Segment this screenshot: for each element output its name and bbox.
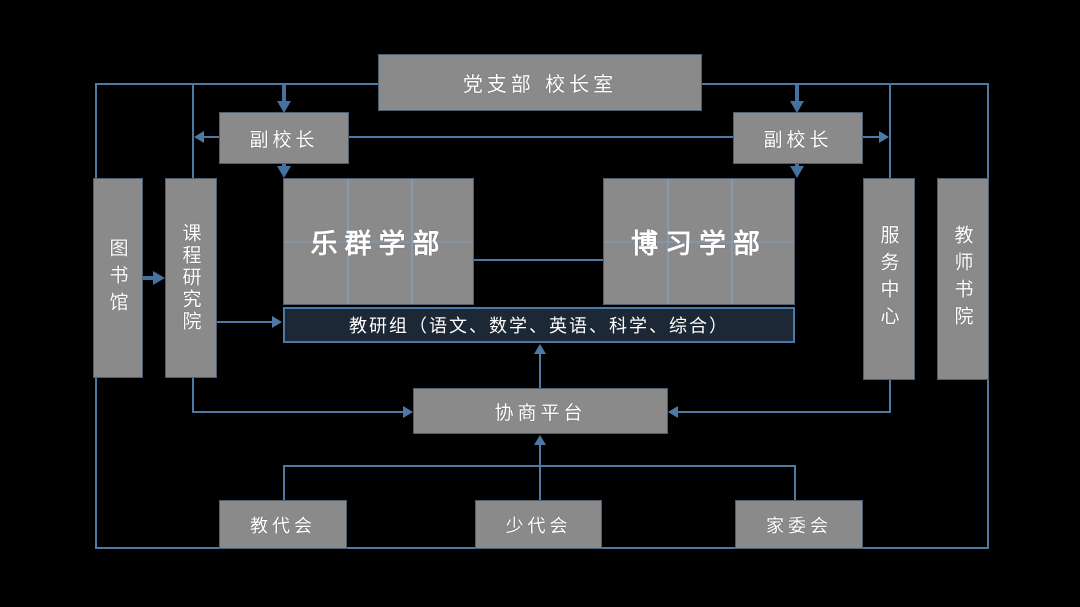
node-label: 博习学部: [631, 229, 767, 260]
arrowhead-up-icon: [534, 435, 546, 445]
node-service-center: 服务中心: [863, 178, 915, 380]
connector-curriculum-to-group: [217, 321, 273, 323]
arrowhead-right-icon: [153, 271, 165, 285]
connector-parents-committee-riser: [794, 465, 796, 500]
node-lequn-division: 乐群学部: [283, 178, 474, 305]
connector-consultation-to-group: [539, 353, 541, 388]
node-vice-principal-left: 副校长: [219, 112, 349, 164]
arrowhead-down-icon: [790, 166, 804, 178]
arrowhead-down-icon: [277, 101, 291, 113]
connector-vice-right-out: [863, 136, 879, 138]
arrowhead-down-icon: [277, 166, 291, 178]
arrowhead-left-icon: [194, 131, 204, 143]
node-teaching-research-group: 教研组（语文、数学、英语、科学、综合）: [283, 307, 795, 343]
node-boxi-division: 博习学部: [603, 178, 795, 305]
connector-top-to-vice-right: [795, 85, 799, 102]
arrowhead-down-icon: [790, 101, 804, 113]
connector-library-to-curriculum: [143, 276, 154, 280]
arrowhead-right-icon: [403, 406, 413, 418]
node-parents-committee: 家委会: [735, 500, 863, 549]
node-consultation-platform: 协商平台: [413, 388, 668, 434]
node-students-congress: 少代会: [475, 500, 602, 549]
connector-bottom-orgs-horizontal: [283, 465, 795, 467]
node-label: 乐群学部: [310, 229, 447, 260]
arrowhead-up-icon: [534, 344, 546, 354]
grid-line: [604, 241, 794, 243]
arrowhead-right-icon: [272, 316, 282, 328]
node-library: 图书馆: [93, 178, 143, 378]
connector-teachers-congress-riser: [283, 465, 285, 500]
grid-line: [284, 241, 473, 243]
arrowhead-right-icon: [879, 131, 889, 143]
node-teacher-academy: 教师书院: [937, 178, 989, 380]
node-party-branch-principal-office: 党支部 校长室: [378, 54, 702, 111]
node-curriculum-institute: 课程研究院: [165, 178, 217, 378]
connector-right-to-consultation: [677, 411, 891, 413]
node-teachers-congress: 教代会: [219, 500, 347, 549]
connector-top-to-vice-left: [282, 85, 286, 102]
connector-division-to-division: [474, 259, 604, 261]
connector-vice-to-vice: [349, 136, 733, 138]
connector-bottom-to-consultation: [539, 444, 541, 500]
arrowhead-left-icon: [668, 406, 678, 418]
connector-left-to-consultation: [192, 411, 404, 413]
node-vice-principal-right: 副校长: [733, 112, 863, 164]
connector-vice-left-out: [204, 136, 219, 138]
